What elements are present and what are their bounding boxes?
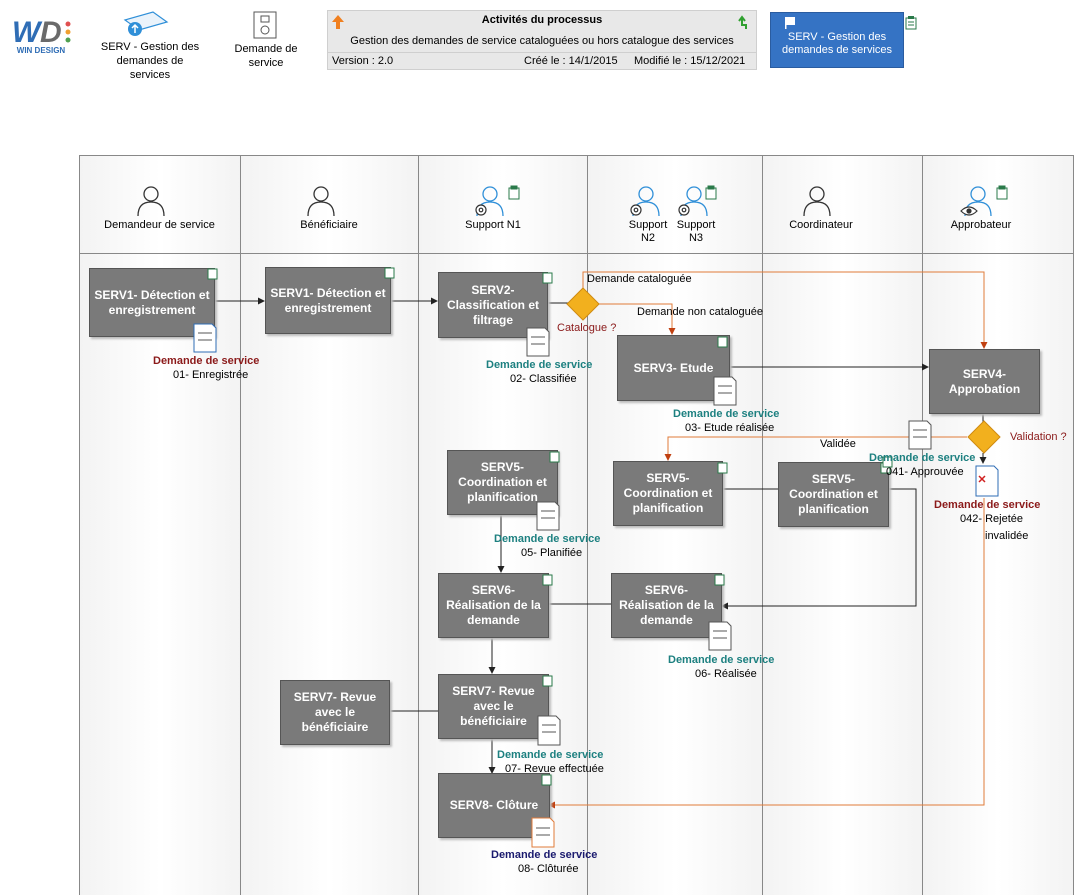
lane-name-support-n2: Support N2	[628, 219, 668, 244]
lane-name-support-n1: Support N1	[465, 219, 521, 231]
process-map-label: SERV - Gestion des demandes de services	[100, 41, 200, 81]
document-checklist-icon	[193, 323, 999, 848]
windesign-logo: W D WIN DESIGN	[10, 12, 72, 60]
activity-serv2[interactable]: SERV2- Classification et filtrage	[438, 272, 548, 338]
document-icon	[253, 11, 277, 39]
doc-title-02: Demande de service	[486, 359, 593, 371]
svg-text:D: D	[40, 16, 62, 49]
doc-state-02: 02- Classifiée	[510, 373, 577, 385]
doc-title-03: Demande de service	[673, 408, 780, 420]
activity-serv6-n1[interactable]: SERV6- Réalisation de la demande	[438, 573, 549, 638]
flow-line-non-cataloguee	[598, 303, 676, 335]
activity-serv5-coord[interactable]: SERV5- Coordination et planification	[778, 462, 889, 527]
eye-icon	[960, 206, 978, 216]
flag-icon	[785, 17, 795, 29]
logo-text: WIN DESIGN	[16, 46, 66, 55]
process-subtitle: Gestion des demandes de service catalogu…	[350, 35, 734, 47]
doc-title-05: Demande de service	[494, 533, 601, 545]
lane-name-approbateur: Approbateur	[950, 219, 1012, 231]
lane-name-beneficiaire: Bénéficiaire	[300, 219, 358, 231]
doc-title-06: Demande de service	[668, 654, 775, 666]
activity-serv8[interactable]: SERV8- Clôture	[438, 773, 550, 838]
doc-title-01: Demande de service	[153, 355, 260, 367]
doc-title-08: Demande de service	[491, 849, 598, 861]
link-process-label: SERV - Gestion des demandes de services	[781, 31, 893, 56]
activity-serv6-n2[interactable]: SERV6- Réalisation de la demande	[611, 573, 722, 638]
activity-serv3[interactable]: SERV3- Etude	[617, 335, 730, 401]
doc-title-07: Demande de service	[497, 749, 604, 761]
doc-state-06: 06- Réalisée	[695, 668, 757, 680]
label-demande-cataloguee: Demande cataloguée	[587, 273, 692, 285]
doc-state-042: 042- Rejetée	[960, 513, 1023, 525]
link-process-button[interactable]: SERV - Gestion des demandes de services	[770, 12, 904, 68]
doc-title-042: Demande de service	[934, 499, 1041, 511]
lane-clipboard-icon	[508, 185, 1008, 200]
gear-icon	[475, 204, 690, 216]
doc-state-08: 08- Clôturée	[518, 863, 579, 875]
process-title: Activités du processus	[481, 14, 603, 26]
flow-line-invalidee	[548, 498, 985, 809]
activity-serv7-n1[interactable]: SERV7- Revue avec le bénéficiaire	[438, 674, 549, 739]
document-link[interactable]: Demande de service	[232, 10, 300, 72]
lane-header-icons	[137, 185, 1008, 217]
activity-serv5-n1[interactable]: SERV5- Coordination et planification	[447, 450, 558, 515]
label-validation-question: Validation ?	[1010, 431, 1067, 443]
down-arrow-icon	[738, 15, 747, 29]
svg-text:W: W	[12, 16, 43, 49]
label-validee: Validée	[820, 438, 856, 450]
document-label: Demande de service	[234, 43, 298, 69]
decision-diamond	[566, 287, 1001, 454]
process-version: Version : 2.0	[332, 55, 394, 67]
clipboard-icon	[905, 16, 917, 30]
flow-line-validee	[664, 436, 967, 461]
label-invalidee: invalidée	[985, 530, 1029, 542]
activity-serv5-n2[interactable]: SERV5- Coordination et planification	[613, 461, 723, 526]
person-icon	[137, 186, 831, 217]
doc-state-07: 07- Revue effectuée	[505, 763, 604, 775]
lane-name-demandeur: Demandeur de service	[104, 219, 215, 231]
doc-state-03: 03- Etude réalisée	[685, 422, 775, 434]
flow-line	[721, 488, 917, 610]
logo-icon: W D	[12, 16, 71, 49]
activity-serv1-beneficiaire[interactable]: SERV1- Détection et enregistrement	[265, 267, 391, 334]
doc-state-05: 05- Planifiée	[521, 547, 583, 559]
process-info-panel: Activités du processus Gestion des deman…	[327, 10, 757, 70]
activity-serv4[interactable]: SERV4- Approbation	[929, 349, 1040, 414]
lane-name-support-n3: Support N3	[676, 219, 716, 244]
doc-state-01: 01- Enregistrée	[173, 369, 249, 381]
label-demande-non-cataloguee: Demande non cataloguée	[637, 306, 763, 318]
process-created: Créé le : 14/1/2015	[524, 55, 618, 67]
flow-line-cataloguee	[582, 271, 988, 349]
activity-clipboard-icon	[207, 267, 893, 786]
up-arrow-icon	[332, 15, 344, 29]
label-catalogue-question: Catalogue ?	[557, 322, 617, 334]
lane-approbateur	[922, 155, 1074, 895]
lane-name-coordinateur: Coordinateur	[789, 219, 853, 231]
doc-state-041: 041- Approuvée	[886, 466, 964, 478]
process-map-link[interactable]: SERV - Gestion des demandes de services	[95, 8, 205, 81]
process-map-icon	[123, 11, 169, 36]
process-modified: Modifié le : 15/12/2021	[634, 55, 746, 67]
doc-title-041: Demande de service	[869, 452, 976, 464]
rejected-x-icon	[978, 475, 986, 483]
activity-serv7-beneficiaire[interactable]: SERV7- Revue avec le bénéficiaire	[280, 680, 390, 745]
